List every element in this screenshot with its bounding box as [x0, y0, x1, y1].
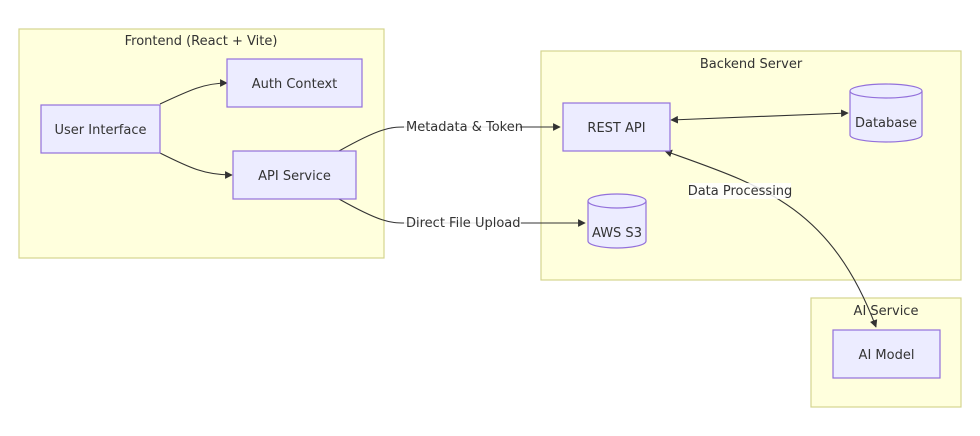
- edge-rest-api-ai-model: [664, 149, 878, 328]
- rest-api-label: REST API: [587, 121, 645, 136]
- edge-label-metadata-token-text: Metadata & Token: [406, 120, 523, 135]
- edge-label-data-processing: Data Processing: [688, 183, 793, 199]
- edge-ui-to-api-service: [159, 152, 233, 179]
- edge-label-metadata-token: Metadata & Token: [404, 119, 523, 135]
- database-node[interactable]: Database: [849, 83, 923, 143]
- edge-rest-api-database: [670, 109, 849, 124]
- edge-label-direct-upload-text: Direct File Upload: [406, 216, 521, 231]
- aws-s3-node[interactable]: AWS S3: [587, 193, 647, 249]
- rest-api-node[interactable]: REST API: [562, 102, 671, 152]
- edge-label-data-processing-text: Data Processing: [688, 184, 793, 199]
- database-label: Database: [855, 116, 917, 131]
- frontend-group-title: Frontend (React + Vite): [125, 34, 278, 49]
- api-service-node[interactable]: API Service: [232, 150, 357, 200]
- ai-model-label: AI Model: [859, 348, 915, 363]
- ai-model-node[interactable]: AI Model: [832, 329, 941, 379]
- backend-group-title: Backend Server: [700, 57, 803, 72]
- user-interface-node[interactable]: User Interface: [40, 104, 161, 154]
- api-service-label: API Service: [258, 169, 331, 184]
- ai-service-group-title: AI Service: [854, 304, 919, 319]
- edge-label-direct-upload: Direct File Upload: [404, 215, 521, 231]
- edge-ui-to-auth: [159, 79, 228, 105]
- aws-s3-label: AWS S3: [592, 226, 642, 241]
- user-interface-label: User Interface: [55, 123, 147, 138]
- auth-context-label: Auth Context: [252, 77, 338, 92]
- auth-context-node[interactable]: Auth Context: [226, 58, 363, 108]
